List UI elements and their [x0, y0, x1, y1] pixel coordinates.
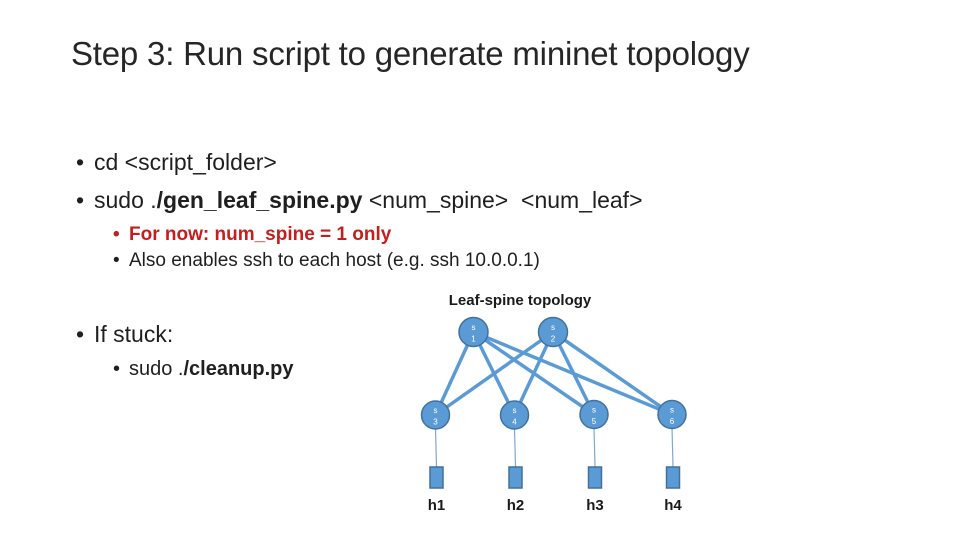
- leaf-s4-number: 4: [512, 418, 517, 427]
- gen-script-name: /gen_leaf_spine.py: [156, 187, 363, 213]
- host-rect-h1: [429, 466, 444, 489]
- ssh-note-text: Also enables ssh to each host (e.g. ssh …: [129, 250, 540, 271]
- gen-command-args: <num_spine> <num_leaf>: [362, 187, 643, 213]
- leaf-node-s5: [579, 399, 609, 430]
- spine-s2-number: 2: [551, 335, 556, 344]
- cd-command-text: cd <script_folder>: [94, 149, 277, 175]
- bullet-dot-icon: •: [113, 358, 121, 380]
- cleanup-command-prefix: sudo .: [129, 358, 184, 380]
- bullet-ssh-note: • Also enables ssh to each host (e.g. ssh…: [113, 250, 540, 272]
- leaf-s6-letter: s: [670, 406, 674, 415]
- leaf-node-s4: [499, 400, 530, 430]
- leaf-s5-number: 5: [592, 417, 597, 426]
- edge-s2-s6: [551, 330, 674, 417]
- connector-s3-h1: [434, 427, 438, 468]
- connector-s5-h3: [593, 426, 596, 468]
- bullet-cd-command: • cd <script_folder>: [76, 149, 277, 176]
- bullet-if-stuck: • If stuck:: [76, 321, 173, 348]
- host-rect-h3: [587, 466, 603, 489]
- bullet-for-now-note: • For now: num_spine = 1 only: [113, 224, 391, 246]
- host-rect-h2: [508, 466, 523, 489]
- page-title: Step 3: Run script to generate mininet t…: [71, 35, 750, 72]
- gen-command-prefix: sudo .: [94, 187, 157, 213]
- bullet-dot-icon: •: [113, 250, 120, 271]
- host-label-h3: h3: [586, 497, 604, 514]
- bullet-gen-command: • sudo ./gen_leaf_spine.py <num_spine> <n…: [76, 187, 643, 214]
- leaf-node-s6: [657, 399, 687, 430]
- leaf-s3-number: 3: [433, 418, 438, 427]
- node-labels: s 1 s 2 s 3 s 4 s 5 s 6: [433, 323, 675, 427]
- bullet-cleanup-command: • sudo ./cleanup.py: [113, 358, 294, 381]
- spine-s1-number: 1: [471, 335, 476, 344]
- spine-leaf-edges: [433, 330, 674, 417]
- host-rects: [429, 466, 681, 489]
- cleanup-script-name: /cleanup.py: [183, 358, 294, 380]
- leaf-spine-topology-diagram: s 1 s 2 s 3 s 4 s 5 s 6 h1 h2 h3 h4: [420, 316, 687, 514]
- for-now-text: For now: num_spine = 1 only: [129, 224, 392, 245]
- connector-s4-h2: [513, 427, 517, 468]
- leaf-s5-letter: s: [592, 406, 596, 415]
- spine-node-s1: [458, 316, 489, 348]
- leaf-s6-number: 6: [670, 417, 675, 426]
- switch-nodes: [420, 316, 687, 430]
- leaf-node-s3: [420, 400, 451, 430]
- bullet-dot-icon: •: [76, 149, 85, 175]
- bullet-dot-icon: •: [76, 187, 85, 213]
- host-labels: h1 h2 h3 h4: [428, 497, 683, 514]
- leaf-s3-letter: s: [434, 406, 438, 415]
- edge-s2-s3: [433, 330, 555, 417]
- leaf-s4-letter: s: [513, 406, 517, 415]
- host-label-h4: h4: [664, 497, 682, 514]
- spine-s2-letter: s: [551, 323, 555, 332]
- host-rect-h4: [665, 466, 681, 489]
- spine-s1-letter: s: [472, 323, 476, 332]
- host-label-h2: h2: [507, 497, 525, 514]
- if-stuck-text: If stuck:: [94, 321, 174, 347]
- connector-s6-h4: [671, 426, 674, 468]
- host-label-h1: h1: [428, 497, 446, 514]
- diagram-title: Leaf-spine topology: [448, 292, 592, 309]
- bullet-dot-icon: •: [76, 321, 85, 347]
- edge-s2-s5: [551, 330, 596, 417]
- spine-node-s2: [537, 316, 569, 348]
- bullet-dot-icon: •: [113, 224, 120, 245]
- leaf-host-connectors: [434, 426, 674, 468]
